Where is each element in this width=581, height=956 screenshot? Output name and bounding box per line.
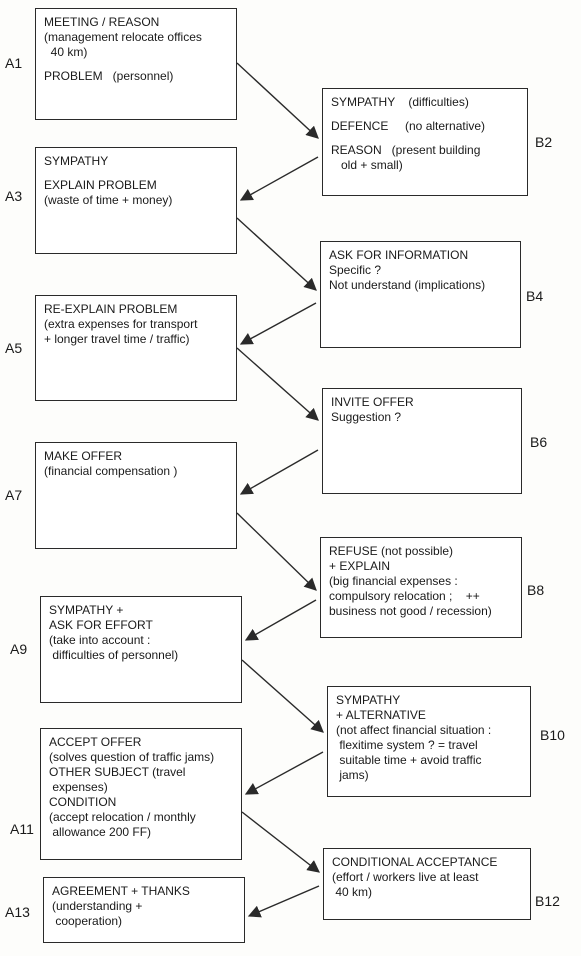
step-line: REASON (present building <box>331 143 481 157</box>
step-line: (management relocate offices <box>44 30 202 44</box>
connector-arrow <box>241 659 324 733</box>
step-line: ASK FOR INFORMATION <box>329 248 469 262</box>
step-line: (waste of time + money) <box>44 193 173 207</box>
step-line: cooperation) <box>52 914 123 928</box>
step-box-a1: MEETING / REASON(management relocate off… <box>35 8 237 120</box>
step-line: ACCEPT OFFER <box>49 735 142 749</box>
step-label-b6: B6 <box>530 434 548 450</box>
step-line: SYMPATHY <box>44 154 109 168</box>
step-line: suitable time + avoid traffic <box>336 753 482 767</box>
step-label-a13: A13 <box>5 904 30 920</box>
step-line: RE-EXPLAIN PROBLEM <box>44 302 178 316</box>
step-label-b4: B4 <box>526 288 544 304</box>
step-label-a7: A7 <box>5 487 23 503</box>
connector-arrow <box>241 811 320 873</box>
connector-arrow <box>236 62 319 139</box>
step-box-a13: AGREEMENT + THANKS(understanding + coope… <box>43 877 245 943</box>
step-line: allowance 200 FF) <box>49 825 152 839</box>
step-line: (effort / workers live at least <box>332 870 479 884</box>
step-line: CONDITION <box>49 795 117 809</box>
step-label-b2: B2 <box>535 134 553 150</box>
step-label-a3: A3 <box>5 188 23 204</box>
step-line: MAKE OFFER <box>44 449 123 463</box>
connector-arrow <box>236 217 317 291</box>
step-line: (take into account : <box>49 633 151 647</box>
connector-arrow <box>239 449 319 495</box>
step-line: Not understand (implications) <box>329 278 486 292</box>
step-line: compulsory relocation ; ++ <box>329 589 480 603</box>
step-box-b10: SYMPATHY+ ALTERNATIVE(not affect financi… <box>327 686 531 797</box>
connector-arrow <box>239 302 317 345</box>
connector-arrow <box>244 751 324 795</box>
step-line: + EXPLAIN <box>329 559 391 573</box>
connector-arrow <box>247 885 320 918</box>
connector-arrow <box>239 156 319 201</box>
step-box-a3: SYMPATHY EXPLAIN PROBLEM(waste of time + … <box>35 147 237 254</box>
step-box-b8: REFUSE (not possible)+ EXPLAIN(big finan… <box>320 537 522 638</box>
step-label-a11: A11 <box>10 821 34 837</box>
step-line: (understanding + <box>52 899 143 913</box>
step-line: CONDITIONAL ACCEPTANCE <box>332 855 498 869</box>
step-box-b12: CONDITIONAL ACCEPTANCE(effort / workers … <box>323 848 531 920</box>
step-line: (not affect financial situation : <box>336 723 492 737</box>
step-line: business not good / recession) <box>329 604 492 618</box>
step-line: SYMPATHY + <box>49 603 124 617</box>
step-box-a9: SYMPATHY +ASK FOR EFFORT(take into accou… <box>40 596 242 703</box>
step-label-b8: B8 <box>527 582 545 598</box>
step-line: Suggestion ? <box>331 410 402 424</box>
step-line: AGREEMENT + THANKS <box>52 884 190 898</box>
step-line: SYMPATHY <box>336 693 401 707</box>
step-box-a11: ACCEPT OFFER(solves question of traffic … <box>40 728 242 860</box>
step-line: OTHER SUBJECT (travel <box>49 765 186 779</box>
connector-arrow <box>236 512 317 591</box>
step-line: difficulties of personnel) <box>49 648 179 662</box>
step-line: Specific ? <box>329 263 382 277</box>
step-line: old + small) <box>331 158 403 172</box>
step-label-a9: A9 <box>10 641 28 657</box>
step-line: 40 km) <box>44 45 88 59</box>
step-line: DEFENCE (no alternative) <box>331 119 486 133</box>
step-box-b2: SYMPATHY (difficulties) DEFENCE (no alter… <box>322 88 528 196</box>
step-line: REFUSE (not possible) <box>329 544 454 558</box>
step-line: (accept relocation / monthly <box>49 810 196 824</box>
step-box-a7: MAKE OFFER(financial compensation ) <box>35 442 237 549</box>
step-line: PROBLEM (personnel) <box>44 69 174 83</box>
step-line: (extra expenses for transport <box>44 317 198 331</box>
step-line: + longer travel time / traffic) <box>44 332 190 346</box>
connector-arrow <box>236 347 319 421</box>
step-line: jams) <box>336 768 369 782</box>
step-label-b10: B10 <box>540 727 565 743</box>
step-line: expenses) <box>49 780 108 794</box>
step-label-b12: B12 <box>535 893 560 909</box>
step-line: (big financial expenses : <box>329 574 458 588</box>
step-label-a5: A5 <box>5 340 23 356</box>
step-line: flexitime system ? = travel <box>336 738 478 752</box>
step-line: + ALTERNATIVE <box>336 708 426 722</box>
step-line: (financial compensation ) <box>44 464 178 478</box>
step-line: INVITE OFFER <box>331 395 414 409</box>
step-line: EXPLAIN PROBLEM <box>44 178 157 192</box>
step-line: (solves question of traffic jams) <box>49 750 215 764</box>
step-line: 40 km) <box>332 885 373 899</box>
step-label-a1: A1 <box>5 55 23 71</box>
step-line: ASK FOR EFFORT <box>49 618 153 632</box>
step-line: SYMPATHY (difficulties) <box>331 95 469 109</box>
step-line: MEETING / REASON <box>44 15 160 29</box>
step-box-a5: RE-EXPLAIN PROBLEM(extra expenses for tr… <box>35 295 237 401</box>
connector-arrow <box>244 599 317 641</box>
